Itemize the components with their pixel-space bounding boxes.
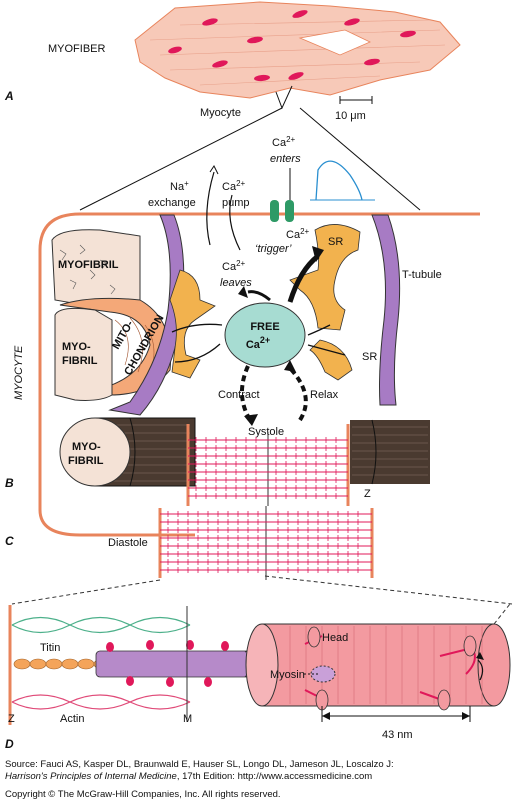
- ca-leaves-label: Ca2+: [222, 259, 246, 273]
- zoom-line-left: [79, 107, 283, 211]
- ca-enters-word: enters: [270, 153, 301, 165]
- myocyte-label: Myocyte: [200, 107, 241, 119]
- myofibril-label-2b: FIBRIL: [62, 355, 98, 367]
- myofibril-right: [350, 419, 430, 485]
- myosin-label: Myosin: [270, 669, 305, 681]
- myofibril-label-3b: FIBRIL: [68, 455, 104, 467]
- t-tubule-label: T-tubule: [402, 269, 442, 281]
- ca-enters-label: Ca2+: [272, 135, 296, 149]
- ca-trigger-word: ‘trigger’: [255, 243, 292, 255]
- thick-filament: [95, 640, 257, 687]
- myofibril-label-3a: MYO-: [72, 441, 101, 453]
- z-label-b: Z: [364, 488, 371, 500]
- scale-label: 10 μm: [335, 110, 366, 122]
- myofibril-bottom: [59, 417, 196, 487]
- myofibril-label-1: MYOFIBRIL: [58, 259, 119, 271]
- calcium-channel: [270, 200, 294, 222]
- zoom-line-right: [299, 107, 421, 211]
- distance-label: 43 nm: [382, 729, 413, 741]
- ca-trigger-label: Ca2+: [286, 227, 310, 241]
- relax-label: Relax: [310, 389, 339, 401]
- ca-pump-label: Ca2+: [222, 179, 246, 193]
- source-book: Harrison's Principles of Internal Medici…: [5, 771, 177, 782]
- sr-left: [169, 269, 216, 379]
- sarcomere-diastole: [158, 506, 374, 580]
- panel-c-label: C: [5, 534, 14, 548]
- sr-side-label: SR: [362, 351, 377, 363]
- actin-label: Actin: [60, 713, 84, 725]
- m-label-d: M: [183, 713, 192, 725]
- free-ca-pool: [224, 302, 306, 368]
- systole-label: Systole: [248, 426, 284, 438]
- myocyte-side-label: MYOCYTE: [13, 345, 25, 400]
- titin-label: Titin: [40, 642, 60, 654]
- cardiac-muscle-figure: MYOFIBER A Myocyte 10 μm Ca2+ enters Na+…: [4, 1, 513, 751]
- diastole-label: Diastole: [108, 537, 148, 549]
- sr-right: [289, 224, 361, 331]
- zoom-dashed-lines: [11, 575, 513, 605]
- sarcomere-systole: [186, 424, 350, 506]
- panel-b-label: B: [5, 476, 14, 490]
- t-tubule-right: [371, 214, 401, 406]
- ca-leaves-word: leaves: [220, 277, 252, 289]
- contract-label: Contract: [218, 389, 260, 401]
- na-label: Na+: [170, 179, 189, 193]
- free-ca-label: Ca2+: [246, 335, 270, 351]
- source-citation: Source: Fauci AS, Kasper DL, Braunwald E…: [5, 759, 523, 783]
- panel-a-label: A: [4, 89, 14, 103]
- panel-d-label: D: [5, 737, 14, 751]
- actin-strand: [11, 694, 191, 710]
- na-exchange-label: exchange: [148, 197, 196, 209]
- copyright-notice: Copyright © The McGraw-Hill Companies, I…: [5, 789, 281, 800]
- mito-label-a: MITO-: [110, 318, 136, 351]
- free-label: FREE: [250, 321, 279, 333]
- head-label: Head: [322, 632, 348, 644]
- ca-pump-word: pump: [222, 197, 250, 209]
- myofibril-label-2a: MYO-: [62, 341, 91, 353]
- source-prefix: Source: Fauci AS, Kasper DL, Braunwald E…: [5, 759, 394, 770]
- myofibril-mid: [54, 307, 113, 401]
- actin-strand-top: [11, 616, 191, 634]
- nucleus-group: [168, 10, 416, 82]
- sr-top-label: SR: [328, 236, 343, 248]
- ca-transient-trace: [310, 160, 375, 201]
- z-label-d: Z: [8, 713, 15, 725]
- distance-arrow: [321, 706, 471, 722]
- myofiber-illustration: [134, 1, 461, 99]
- myosin-cylinder: [245, 623, 511, 711]
- source-suffix: , 17th Edition: http://www.accessmedicin…: [176, 771, 373, 782]
- myofiber-label: MYOFIBER: [48, 43, 106, 55]
